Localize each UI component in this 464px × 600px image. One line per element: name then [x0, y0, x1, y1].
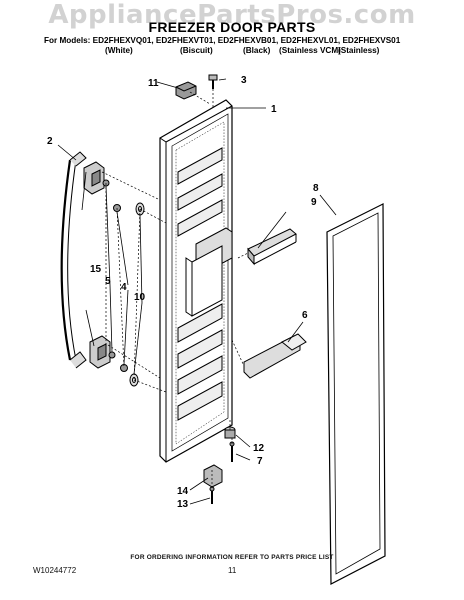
callout-6: 6	[302, 310, 308, 321]
callout-4: 4	[121, 282, 127, 293]
callout-1: 1	[271, 104, 277, 115]
bottom-hinge-bracket	[203, 464, 223, 488]
variant-white: (White)	[105, 46, 133, 55]
document-id: W10244772	[33, 566, 77, 575]
callout-13: 13	[177, 499, 189, 510]
callout-11: 11	[148, 78, 159, 89]
bottom-screw	[209, 486, 215, 504]
callout-7: 7	[257, 456, 263, 467]
hinge-cap	[175, 81, 197, 100]
variant-biscuit: (Biscuit)	[180, 46, 213, 55]
door-handle	[60, 151, 87, 369]
top-screw	[208, 74, 218, 89]
callout-2: 2	[47, 136, 53, 147]
gasket-retainer	[247, 228, 297, 266]
callout-15: 15	[90, 264, 102, 275]
callout-8: 8	[313, 183, 319, 194]
assembly-lines	[101, 89, 249, 488]
ordering-note: FOR ORDERING INFORMATION REFER TO PARTS …	[130, 554, 334, 561]
dispenser-bracket	[243, 333, 307, 379]
callout-10: 10	[134, 292, 146, 303]
variant-stainless: (Stainless)	[338, 46, 380, 55]
watermark-text: AppliancePartsPros.com	[48, 0, 416, 30]
page-number: 11	[228, 566, 237, 575]
callout-5: 5	[105, 276, 111, 287]
upper-handle-mount	[83, 161, 105, 195]
callout-9: 9	[311, 197, 317, 208]
upper-screws	[102, 179, 145, 216]
hinge-pin-screw	[229, 441, 235, 462]
lower-handle-mount	[89, 335, 111, 369]
diagram-title: FREEZER DOOR PARTS	[148, 19, 316, 35]
callout-14: 14	[177, 486, 189, 497]
freezer-door	[159, 99, 233, 463]
callout-3: 3	[241, 75, 247, 86]
leader-lines	[57, 78, 337, 505]
variant-black: (Black)	[243, 46, 271, 55]
door-gasket	[326, 203, 386, 585]
models-line: For Models: ED2FHEXVQ01, ED2FHEXVT01, ED…	[44, 36, 401, 45]
variant-stainless-vcm: (Stainless VCM)	[279, 46, 341, 55]
callout-12: 12	[253, 443, 265, 454]
